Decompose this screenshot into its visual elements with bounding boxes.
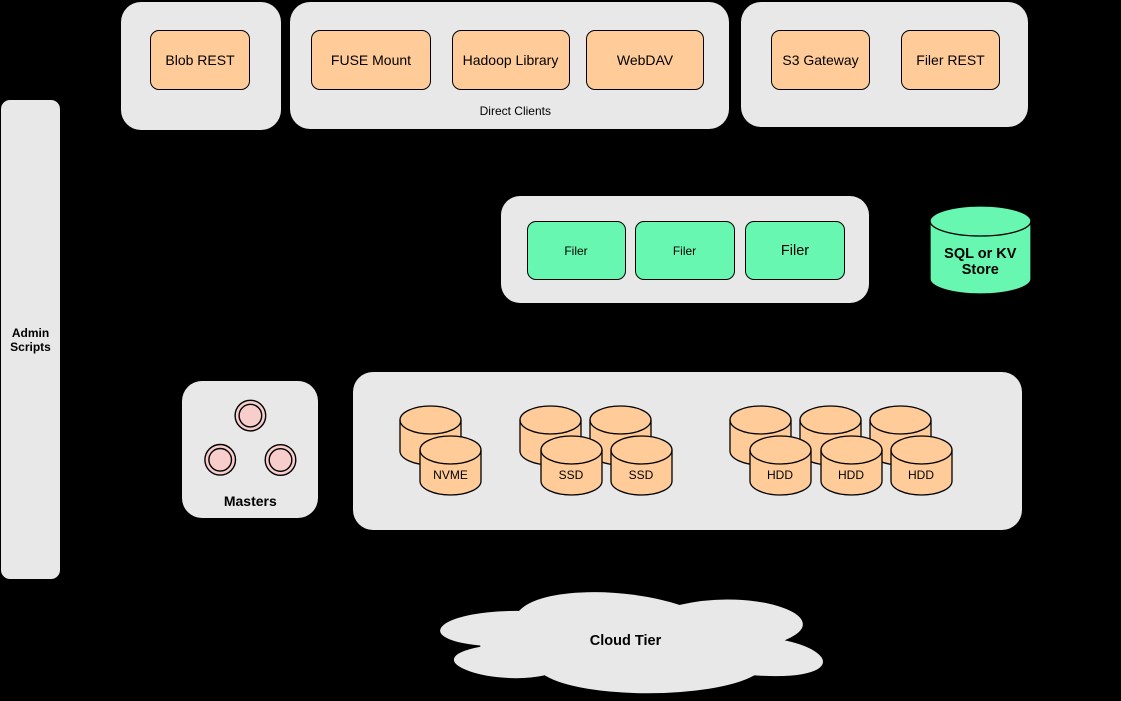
- cylinder-top-arc: [748, 449, 812, 465]
- masters-label: Masters: [223, 492, 277, 509]
- master-circle-inner: [208, 447, 233, 472]
- cylinder-body: [748, 434, 812, 496]
- cylinder-body: [929, 205, 1032, 295]
- cylinder-top-arc: [799, 419, 862, 435]
- filer-label-1: Filer: [564, 243, 588, 258]
- cylinder-body: [419, 434, 482, 496]
- hdd-disk-3: [889, 434, 953, 496]
- webdav-node: WebDAV: [586, 30, 704, 90]
- nvme-disk-label: NVME: [433, 467, 468, 482]
- cylinder-body: [539, 434, 603, 496]
- direct-clients-label: Direct Clients: [479, 103, 551, 118]
- master-node-2: [204, 443, 237, 476]
- kv-store-cylinder: [929, 205, 1032, 295]
- master-node-1: [234, 399, 267, 432]
- filer-label-2: Filer: [672, 243, 697, 258]
- master-circle-inner: [238, 403, 263, 428]
- admin-scripts-label: Admin Scripts: [10, 326, 51, 354]
- cylinder-body: [609, 434, 673, 496]
- fuse-mount-node: FUSE Mount: [311, 30, 431, 90]
- cylinder-top-arc: [399, 419, 462, 435]
- fuse-mount-label: FUSE Mount: [330, 52, 412, 68]
- cylinder-body: [819, 434, 883, 496]
- cylinder-top-arc: [819, 449, 883, 465]
- s3-gateway-node: S3 Gateway: [771, 30, 870, 90]
- filer-node-1: Filer: [526, 221, 626, 280]
- filer-rest-node: Filer REST: [901, 30, 1000, 90]
- masters-nodes: [204, 399, 297, 477]
- kv-store-line1: SQL or KV: [944, 246, 1017, 262]
- s3-gateway-label: S3 Gateway: [782, 52, 859, 68]
- hadoop-library-node: Hadoop Library: [451, 30, 570, 90]
- cylinder-top-arc: [729, 419, 792, 435]
- cylinder-top-arc: [889, 449, 953, 465]
- cloud-outline: [438, 590, 824, 694]
- cylinder-body: [889, 434, 953, 496]
- blob-rest-node: Blob REST: [150, 30, 250, 90]
- master-node-3: [264, 444, 297, 477]
- ssd-disk-label-2: SSD: [628, 467, 654, 482]
- admin-scripts-line1: Admin: [11, 326, 50, 341]
- hdd-disk-label-1: HDD: [767, 467, 793, 482]
- cylinder-top-arc: [609, 449, 673, 465]
- filer-label-3: Filer: [780, 242, 810, 259]
- ssd-disk-2: [609, 434, 673, 496]
- cylinder-top-arc: [869, 419, 932, 435]
- filer-node-3: Filer: [745, 221, 845, 280]
- cylinder-top-arc: [419, 449, 482, 465]
- filer-node-2: Filer: [634, 221, 735, 280]
- admin-scripts-bar: [1, 100, 60, 579]
- cylinder-top-arc: [519, 419, 582, 435]
- ssd-disk-1: [539, 434, 603, 496]
- master-circle-inner: [268, 448, 293, 473]
- cylinder-top-arc: [929, 220, 1032, 237]
- hdd-disk-1: [748, 434, 812, 496]
- cylinder-top-arc: [539, 449, 603, 465]
- hadoop-library-label: Hadoop Library: [462, 52, 559, 68]
- cloud-tier-shape: [438, 590, 824, 694]
- filer-rest-label: Filer REST: [916, 52, 985, 68]
- blob-rest-label: Blob REST: [165, 52, 235, 68]
- admin-scripts-line2: Scripts: [10, 340, 51, 355]
- nvme-disk: [419, 434, 482, 496]
- hdd-disk-2: [819, 434, 883, 496]
- hdd-disk-label-3: HDD: [908, 467, 934, 482]
- kv-store-label: SQL or KV Store: [944, 246, 1017, 279]
- webdav-label: WebDAV: [616, 52, 674, 68]
- kv-store-line2: Store: [961, 261, 999, 278]
- ssd-disk-label-1: SSD: [558, 467, 584, 482]
- cylinder-top-arc: [589, 419, 652, 435]
- hdd-disk-label-2: HDD: [838, 467, 864, 482]
- cloud-tier-label: Cloud Tier: [589, 633, 662, 649]
